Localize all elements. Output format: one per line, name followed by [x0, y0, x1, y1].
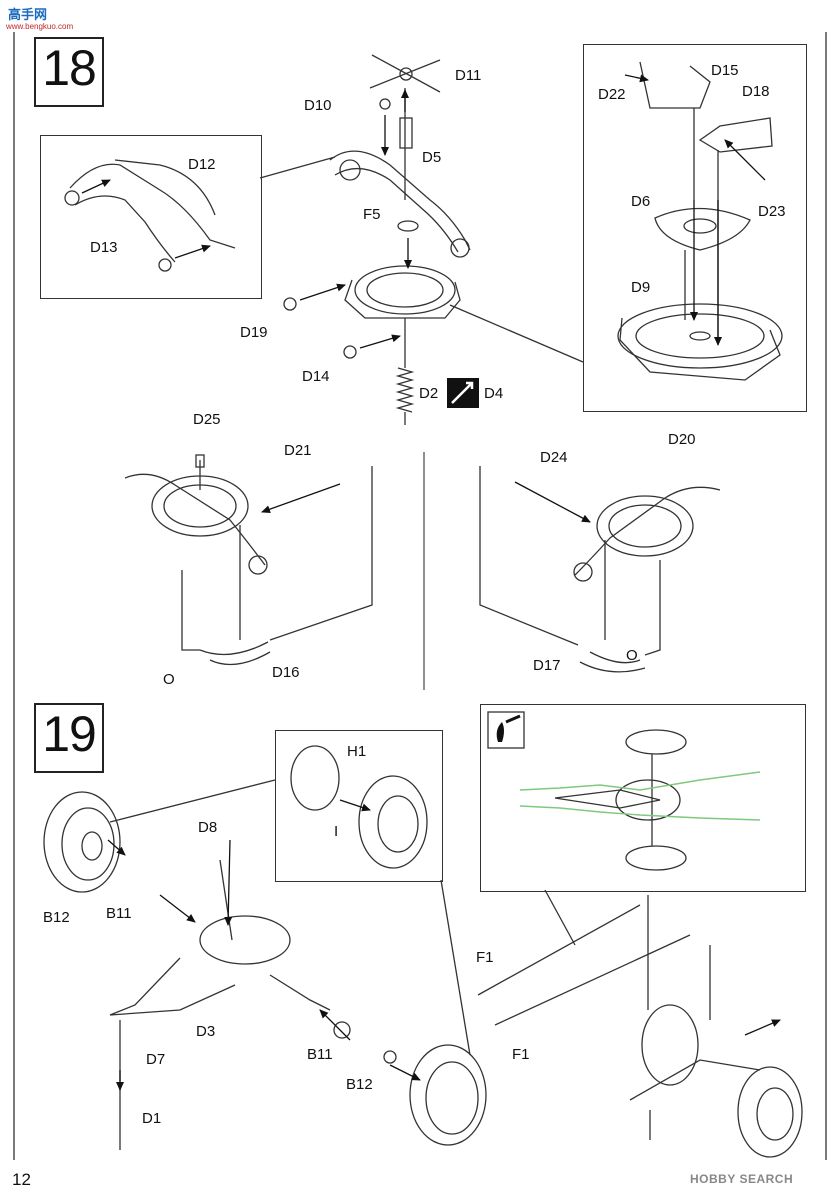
label-D16: D16 [272, 664, 300, 681]
label-D25: D25 [193, 411, 221, 428]
label-F5: F5 [363, 206, 381, 223]
label-D8: D8 [198, 819, 218, 836]
label-D11: D11 [455, 67, 482, 84]
label-I: I [334, 823, 339, 840]
label-O-right: O [626, 647, 638, 664]
label-D22: D22 [598, 86, 626, 103]
label-D7: D7 [146, 1051, 166, 1068]
cross-spider-part [369, 54, 441, 93]
label-D23: D23 [758, 203, 786, 220]
green-wiring-highlight [519, 771, 761, 821]
label-B12-right: B12 [346, 1076, 373, 1093]
label-D20: D20 [668, 431, 696, 448]
label-D19: D19 [240, 324, 268, 341]
label-D24: D24 [540, 449, 568, 466]
label-F1-top: F1 [476, 949, 494, 966]
label-D1: D1 [142, 1110, 162, 1127]
label-D10: D10 [304, 97, 332, 114]
label-D2: D2 [419, 385, 439, 402]
step-number-19: 19 [34, 703, 104, 773]
label-B12-left: B12 [43, 909, 70, 926]
detail-frame-turntable [583, 44, 807, 412]
detail-frame-wiring [480, 704, 806, 892]
swap-icon [447, 378, 479, 408]
label-D15: D15 [711, 62, 739, 79]
label-D12: D12 [188, 156, 216, 173]
label-D5: D5 [422, 149, 442, 166]
site-logo: 高手网 [8, 7, 48, 22]
label-D6: D6 [631, 193, 651, 210]
page-number: 12 [12, 1170, 31, 1189]
label-D14: D14 [302, 368, 330, 385]
watermark: HOBBY SEARCH [690, 1172, 794, 1186]
label-D13: D13 [90, 239, 118, 256]
label-F1-bottom: F1 [512, 1046, 530, 1063]
label-D18: D18 [742, 83, 770, 100]
label-O-left: O [163, 671, 175, 688]
detail-frame-wheel [275, 730, 443, 882]
label-B11-right: B11 [307, 1046, 333, 1063]
label-H1: H1 [347, 743, 367, 760]
label-D4: D4 [484, 385, 504, 402]
label-D17: D17 [533, 657, 561, 674]
site-logo-url: www.bengkuo.com [6, 22, 74, 31]
detail-frame-spring-arms [40, 135, 262, 299]
label-D9: D9 [631, 279, 651, 296]
label-B11-left: B11 [106, 905, 132, 922]
paint-drop-icon [487, 711, 525, 749]
label-D21: D21 [284, 442, 312, 459]
label-D3: D3 [196, 1023, 216, 1040]
step-number-18: 18 [34, 37, 104, 107]
